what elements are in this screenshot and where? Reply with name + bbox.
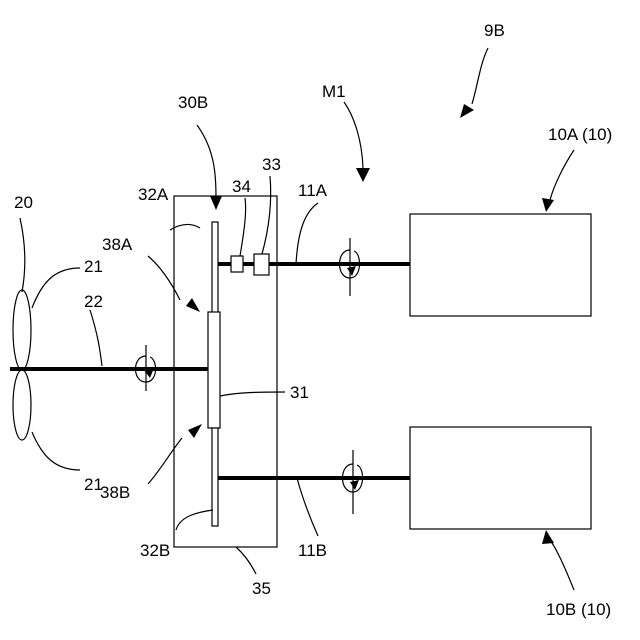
leader-22 [90,310,102,366]
housing-35 [174,196,277,547]
label-32A: 32A [138,185,169,204]
label-38A: 38A [102,235,133,254]
leader-30B-line [197,125,216,198]
leader-9B-arrowhead-icon [460,104,474,118]
label-34: 34 [232,177,251,196]
label-22: 22 [84,292,103,311]
clutch-element-33 [254,254,269,275]
label-32B: 32B [140,541,170,560]
label-11A: 11A [298,181,328,200]
leader-11A [296,203,318,264]
gear-31 [208,312,220,428]
leader-10A-arrowhead-icon [542,198,554,212]
label-31: 31 [290,383,309,402]
leader-9B-line [472,48,488,104]
leader-21-bottom [32,432,80,470]
leader-35 [236,547,256,574]
leader-20 [20,218,25,292]
motor-10B [410,427,591,529]
label-35: 35 [252,579,271,598]
label-33: 33 [262,155,281,174]
label-30B: 30B [178,93,208,112]
label-38B: 38B [100,483,130,502]
label-20: 20 [14,193,33,212]
propeller-blade-upper [13,290,31,370]
label-10B: 10B (10) [546,600,611,619]
leader-M1-line [344,102,363,168]
clutch-element-34 [231,256,243,272]
leader-M1-arrowhead-icon [356,168,370,182]
label-9B: 9B [484,21,505,40]
motor-10A [410,214,591,316]
label-10A: 10A (10) [548,125,612,144]
label-M1: M1 [322,82,346,101]
rotation-arrow-11A-icon [340,238,360,296]
propeller-blade-lower [13,370,31,440]
leader-10B-arrowhead-icon [542,530,554,544]
leader-10B-line [550,540,574,590]
gear-32B [212,428,218,526]
label-21-top: 21 [84,257,103,276]
leader-21-top [32,268,80,308]
rotation-arrow-11B-icon [343,450,363,514]
leader-11B [297,478,318,536]
leader-10A-line [550,150,574,200]
gear-32A [212,222,218,326]
label-11B: 11B [298,541,327,560]
